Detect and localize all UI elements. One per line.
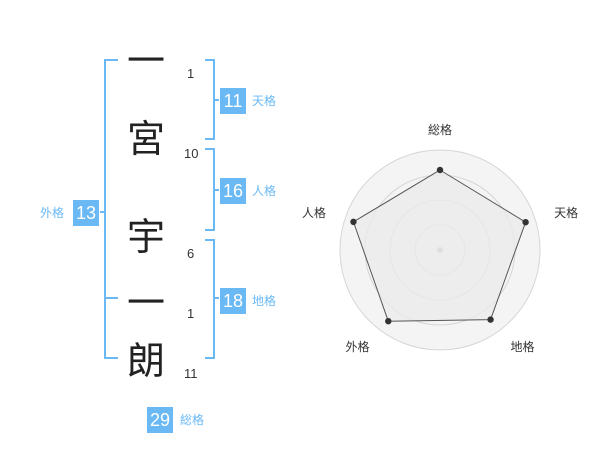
- chikaku-value: 18: [220, 288, 246, 314]
- gaikaku-bracket: [104, 59, 118, 359]
- name-char-2: 宮: [126, 117, 165, 161]
- stroke-count-5: 11: [184, 366, 198, 381]
- radar-axis-label-5: 人格: [302, 205, 326, 220]
- tenkaku-bracket: [205, 59, 215, 140]
- stroke-count-1: 1: [187, 66, 195, 81]
- soukaku-label: 総格: [180, 413, 205, 427]
- stroke-count-3: 6: [187, 246, 195, 261]
- chikaku-bracket: [205, 239, 215, 359]
- radar-data-polygon: [352, 169, 527, 322]
- name-char-1: 一: [126, 39, 165, 83]
- stroke-count-4: 1: [187, 306, 195, 321]
- radar-point-2: [522, 218, 529, 226]
- name-char-5: 朗: [126, 339, 165, 383]
- radar-axis-label-1: 総格: [428, 122, 452, 137]
- soukaku-value: 29: [147, 407, 173, 433]
- chikaku-label: 地格: [252, 294, 277, 308]
- radar-axis-label-4: 外格: [345, 339, 369, 354]
- stroke-count-2: 10: [184, 146, 199, 161]
- jinkaku-bracket: [205, 148, 215, 231]
- jinkaku-label: 人格: [252, 184, 277, 198]
- kaku-brackets: [100, 59, 219, 359]
- gaikaku-value: 13: [73, 200, 99, 226]
- name-char-3: 宇: [126, 215, 165, 259]
- radar-point-4: [385, 317, 392, 325]
- radar-axis-label-2: 天格: [554, 205, 578, 220]
- radar-axis-label-3: 地格: [511, 339, 535, 354]
- name-char-4: 一: [126, 281, 165, 325]
- tenkaku-value: 11: [220, 88, 246, 114]
- jinkaku-value: 16: [220, 178, 246, 204]
- radar-point-3: [487, 316, 494, 323]
- gaikaku-label: 外格: [40, 206, 65, 220]
- radar-point-5: [350, 218, 357, 226]
- radar-point-1: [436, 166, 444, 174]
- tenkaku-label: 天格: [252, 94, 277, 108]
